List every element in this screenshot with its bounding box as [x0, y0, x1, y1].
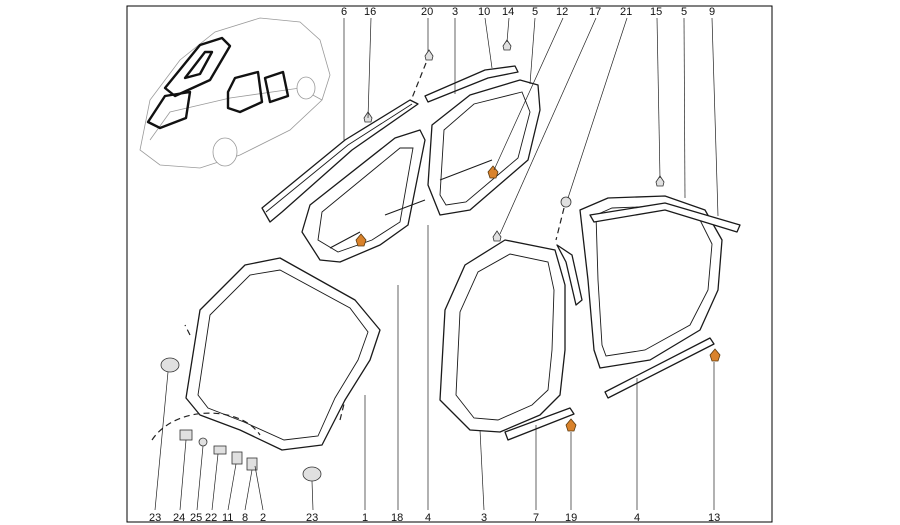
callout-5: 5 — [532, 6, 538, 18]
grommet-left — [160, 357, 180, 373]
diagram-frame — [126, 5, 773, 523]
rear-roof-trim-strip — [589, 202, 741, 233]
callout-12: 12 — [556, 6, 568, 18]
callout-16: 16 — [364, 6, 376, 18]
callout-20: 20 — [421, 6, 433, 18]
callout-3b: 3 — [481, 512, 487, 524]
rear-door-frame-seal — [439, 239, 566, 433]
clips — [355, 39, 721, 432]
callout-2: 2 — [260, 512, 266, 524]
vehicle-overview-illustration — [139, 17, 331, 169]
front-door-frame-seal — [301, 129, 426, 263]
callout-23b: 23 — [306, 512, 318, 524]
tailgate-seal — [184, 257, 381, 451]
callout-7: 7 — [533, 512, 539, 524]
callout-4b: 4 — [634, 512, 640, 524]
callout-22: 22 — [205, 512, 217, 524]
callout-9: 9 — [709, 6, 715, 18]
callout-21: 21 — [620, 6, 632, 18]
callouts-top: 6 16 20 3 10 14 5 12 17 21 15 5 9 — [341, 6, 715, 18]
callout-8: 8 — [242, 512, 248, 524]
callout-10: 10 — [478, 6, 490, 18]
grommet-right — [302, 466, 322, 482]
front-door-seal-outer — [261, 99, 419, 223]
rear-door-sill-strip — [604, 337, 715, 399]
callout-6: 6 — [341, 6, 347, 18]
callout-17: 17 — [589, 6, 601, 18]
callout-11: 11 — [222, 512, 233, 524]
callouts-bottom: 23 24 25 22 11 8 2 23 1 18 4 3 7 19 4 13 — [149, 512, 720, 524]
leader-lines — [154, 17, 719, 511]
callout-19: 19 — [565, 512, 577, 524]
callout-15: 15 — [650, 6, 662, 18]
callout-24: 24 — [173, 512, 185, 524]
callout-14: 14 — [502, 6, 514, 18]
callout-23: 23 — [149, 512, 161, 524]
front-upper-trim-strip — [424, 65, 519, 103]
callout-5b: 5 — [681, 6, 687, 18]
rear-door-lower-strip — [504, 407, 575, 441]
callout-1: 1 — [362, 512, 368, 524]
callout-25: 25 — [190, 512, 202, 524]
front-door-lower-strip — [329, 159, 493, 249]
callout-13: 13 — [708, 512, 720, 524]
callout-18: 18 — [391, 512, 403, 524]
callout-3: 3 — [452, 6, 458, 18]
front-window-seal — [427, 79, 541, 216]
rear-door-b-pillar-strip — [556, 244, 583, 306]
callout-4: 4 — [425, 512, 431, 524]
tailgate-bumper-grommets — [160, 357, 322, 482]
